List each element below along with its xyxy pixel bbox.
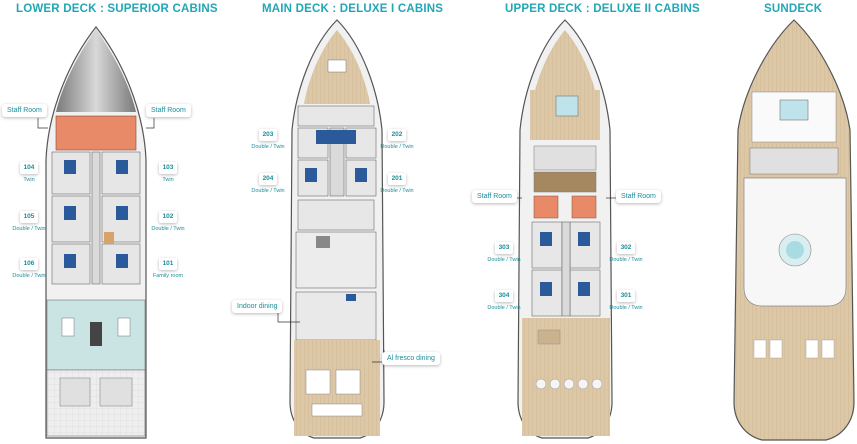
cabin-301-number: 301 [617, 290, 635, 302]
upper-staff-room-left-label: Staff Room [472, 190, 517, 203]
upper-foredeck [532, 30, 598, 104]
lower-deck-plan [45, 26, 147, 439]
cabin-202-type: Double / Twin [380, 144, 414, 150]
cabin-103-number: 103 [159, 162, 177, 174]
cabin-202-number: 202 [388, 129, 406, 141]
sundeck-plan [733, 19, 855, 441]
upper-jacuzzi [555, 95, 579, 117]
lower-staff-room-area [55, 115, 137, 151]
sundeck-title: SUNDECK [764, 3, 823, 15]
upper-deck-plan [517, 19, 613, 439]
cabin-303-number: 303 [495, 242, 513, 254]
lower-staff-room-left-label: Staff Room [2, 104, 47, 117]
sundeck-pool [779, 99, 809, 121]
upper-staff-area-right [571, 195, 597, 219]
cabin-105-number: 105 [20, 211, 38, 223]
cabin-204-number: 204 [259, 173, 277, 185]
cabin-102-type: Double / Twin [151, 226, 185, 232]
cabin-302-type: Double / Twin [609, 257, 643, 263]
cabin-303-type: Double / Twin [487, 257, 521, 263]
cabin-104-type: Twin [23, 177, 35, 183]
cabin-101-number: 101 [159, 258, 177, 270]
lower-deck-title: LOWER DECK : SUPERIOR CABINS [16, 3, 218, 15]
cabin-201-number: 201 [388, 173, 406, 185]
cabin-301-type: Double / Twin [609, 305, 643, 311]
cabin-304-type: Double / Twin [487, 305, 521, 311]
cabin-302-number: 302 [617, 242, 635, 254]
cabin-201-type: Double / Twin [380, 188, 414, 194]
lower-stair [104, 232, 114, 244]
upper-staff-area-left [533, 195, 559, 219]
lower-staff-room-right-label: Staff Room [146, 104, 191, 117]
al-fresco-dining-label: Al fresco dining [382, 352, 440, 365]
cabin-304-number: 304 [495, 290, 513, 302]
cabin-106-number: 106 [20, 258, 38, 270]
lower-bow-shade [56, 29, 136, 112]
upper-deck-title: UPPER DECK : DELUXE II CABINS [505, 3, 700, 15]
main-deck-plan [289, 19, 385, 439]
cabin-104-number: 104 [20, 162, 38, 174]
cabin-204-type: Double / Twin [251, 188, 285, 194]
cabin-103-type: Twin [162, 177, 174, 183]
indoor-dining-label: Indoor dining [232, 300, 283, 313]
cabin-105-type: Double / Twin [12, 226, 46, 232]
upper-staff-room-right-label: Staff Room [616, 190, 661, 203]
cabin-102-number: 102 [159, 211, 177, 223]
cabin-203-number: 203 [259, 129, 277, 141]
cabin-106-type: Double / Twin [12, 273, 46, 279]
main-deck-title: MAIN DECK : DELUXE I CABINS [262, 3, 444, 15]
cabin-101-type: Family room [152, 273, 184, 279]
cabin-203-type: Double / Twin [251, 144, 285, 150]
